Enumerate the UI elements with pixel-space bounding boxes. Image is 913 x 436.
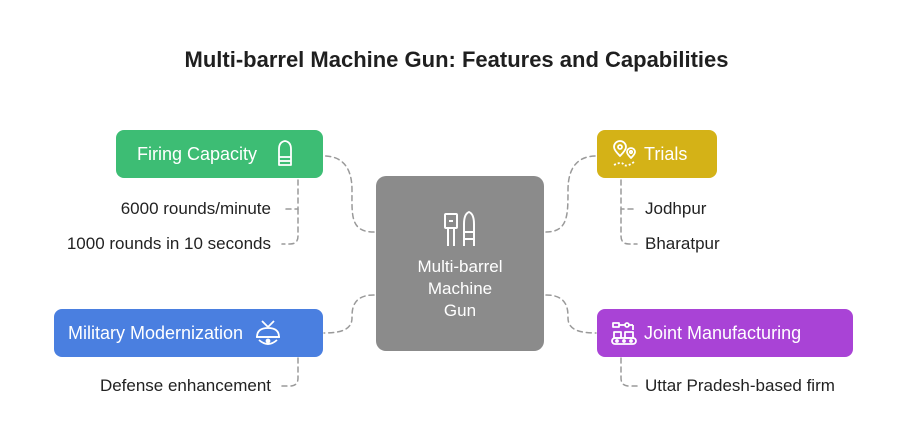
- connector-firing: [323, 155, 375, 233]
- connector-bharatpur: [620, 208, 638, 245]
- firing-item-2: 1000 rounds in 10 seconds: [66, 234, 271, 253]
- branch-military-modernization: Military Modernization: [54, 309, 323, 357]
- connector-defense: [281, 357, 299, 387]
- factory-robot-icon: [610, 319, 638, 347]
- branch-label: Joint Manufacturing: [644, 322, 802, 343]
- branch-firing-capacity: Firing Capacity: [116, 130, 323, 178]
- center-label: Multi-barrel Machine Gun: [417, 257, 503, 320]
- trials-item-2: Bharatpur: [645, 234, 720, 253]
- connector-1000: [281, 208, 299, 245]
- connector-joint: [545, 294, 597, 334]
- branch-label: Military Modernization: [68, 322, 244, 343]
- bullet-icon: [275, 139, 295, 169]
- branch-label: Firing Capacity: [137, 143, 258, 164]
- branch-trials: Trials: [597, 130, 717, 178]
- connector-military: [323, 294, 375, 334]
- radar-dome-icon: [253, 318, 283, 348]
- diagram-title: Multi-barrel Machine Gun: Features and C…: [184, 47, 729, 72]
- branch-label: Trials: [644, 143, 688, 164]
- branch-joint-manufacturing: Joint Manufacturing: [597, 309, 853, 357]
- military-item-1: Defense enhancement: [99, 376, 271, 395]
- connector-jodhpur: [620, 179, 638, 210]
- center-node: Multi-barrel Machine Gun: [376, 176, 544, 351]
- trials-item-1: Jodhpur: [645, 199, 707, 218]
- firing-item-1: 6000 rounds/minute: [120, 199, 271, 218]
- connector-6000: [281, 179, 299, 210]
- connector-uttar: [620, 357, 638, 387]
- machine-gun-icon: [440, 210, 480, 255]
- connector-trials: [545, 155, 597, 233]
- map-pins-icon: [610, 140, 638, 168]
- joint-item-1: Uttar Pradesh-based firm: [645, 376, 835, 395]
